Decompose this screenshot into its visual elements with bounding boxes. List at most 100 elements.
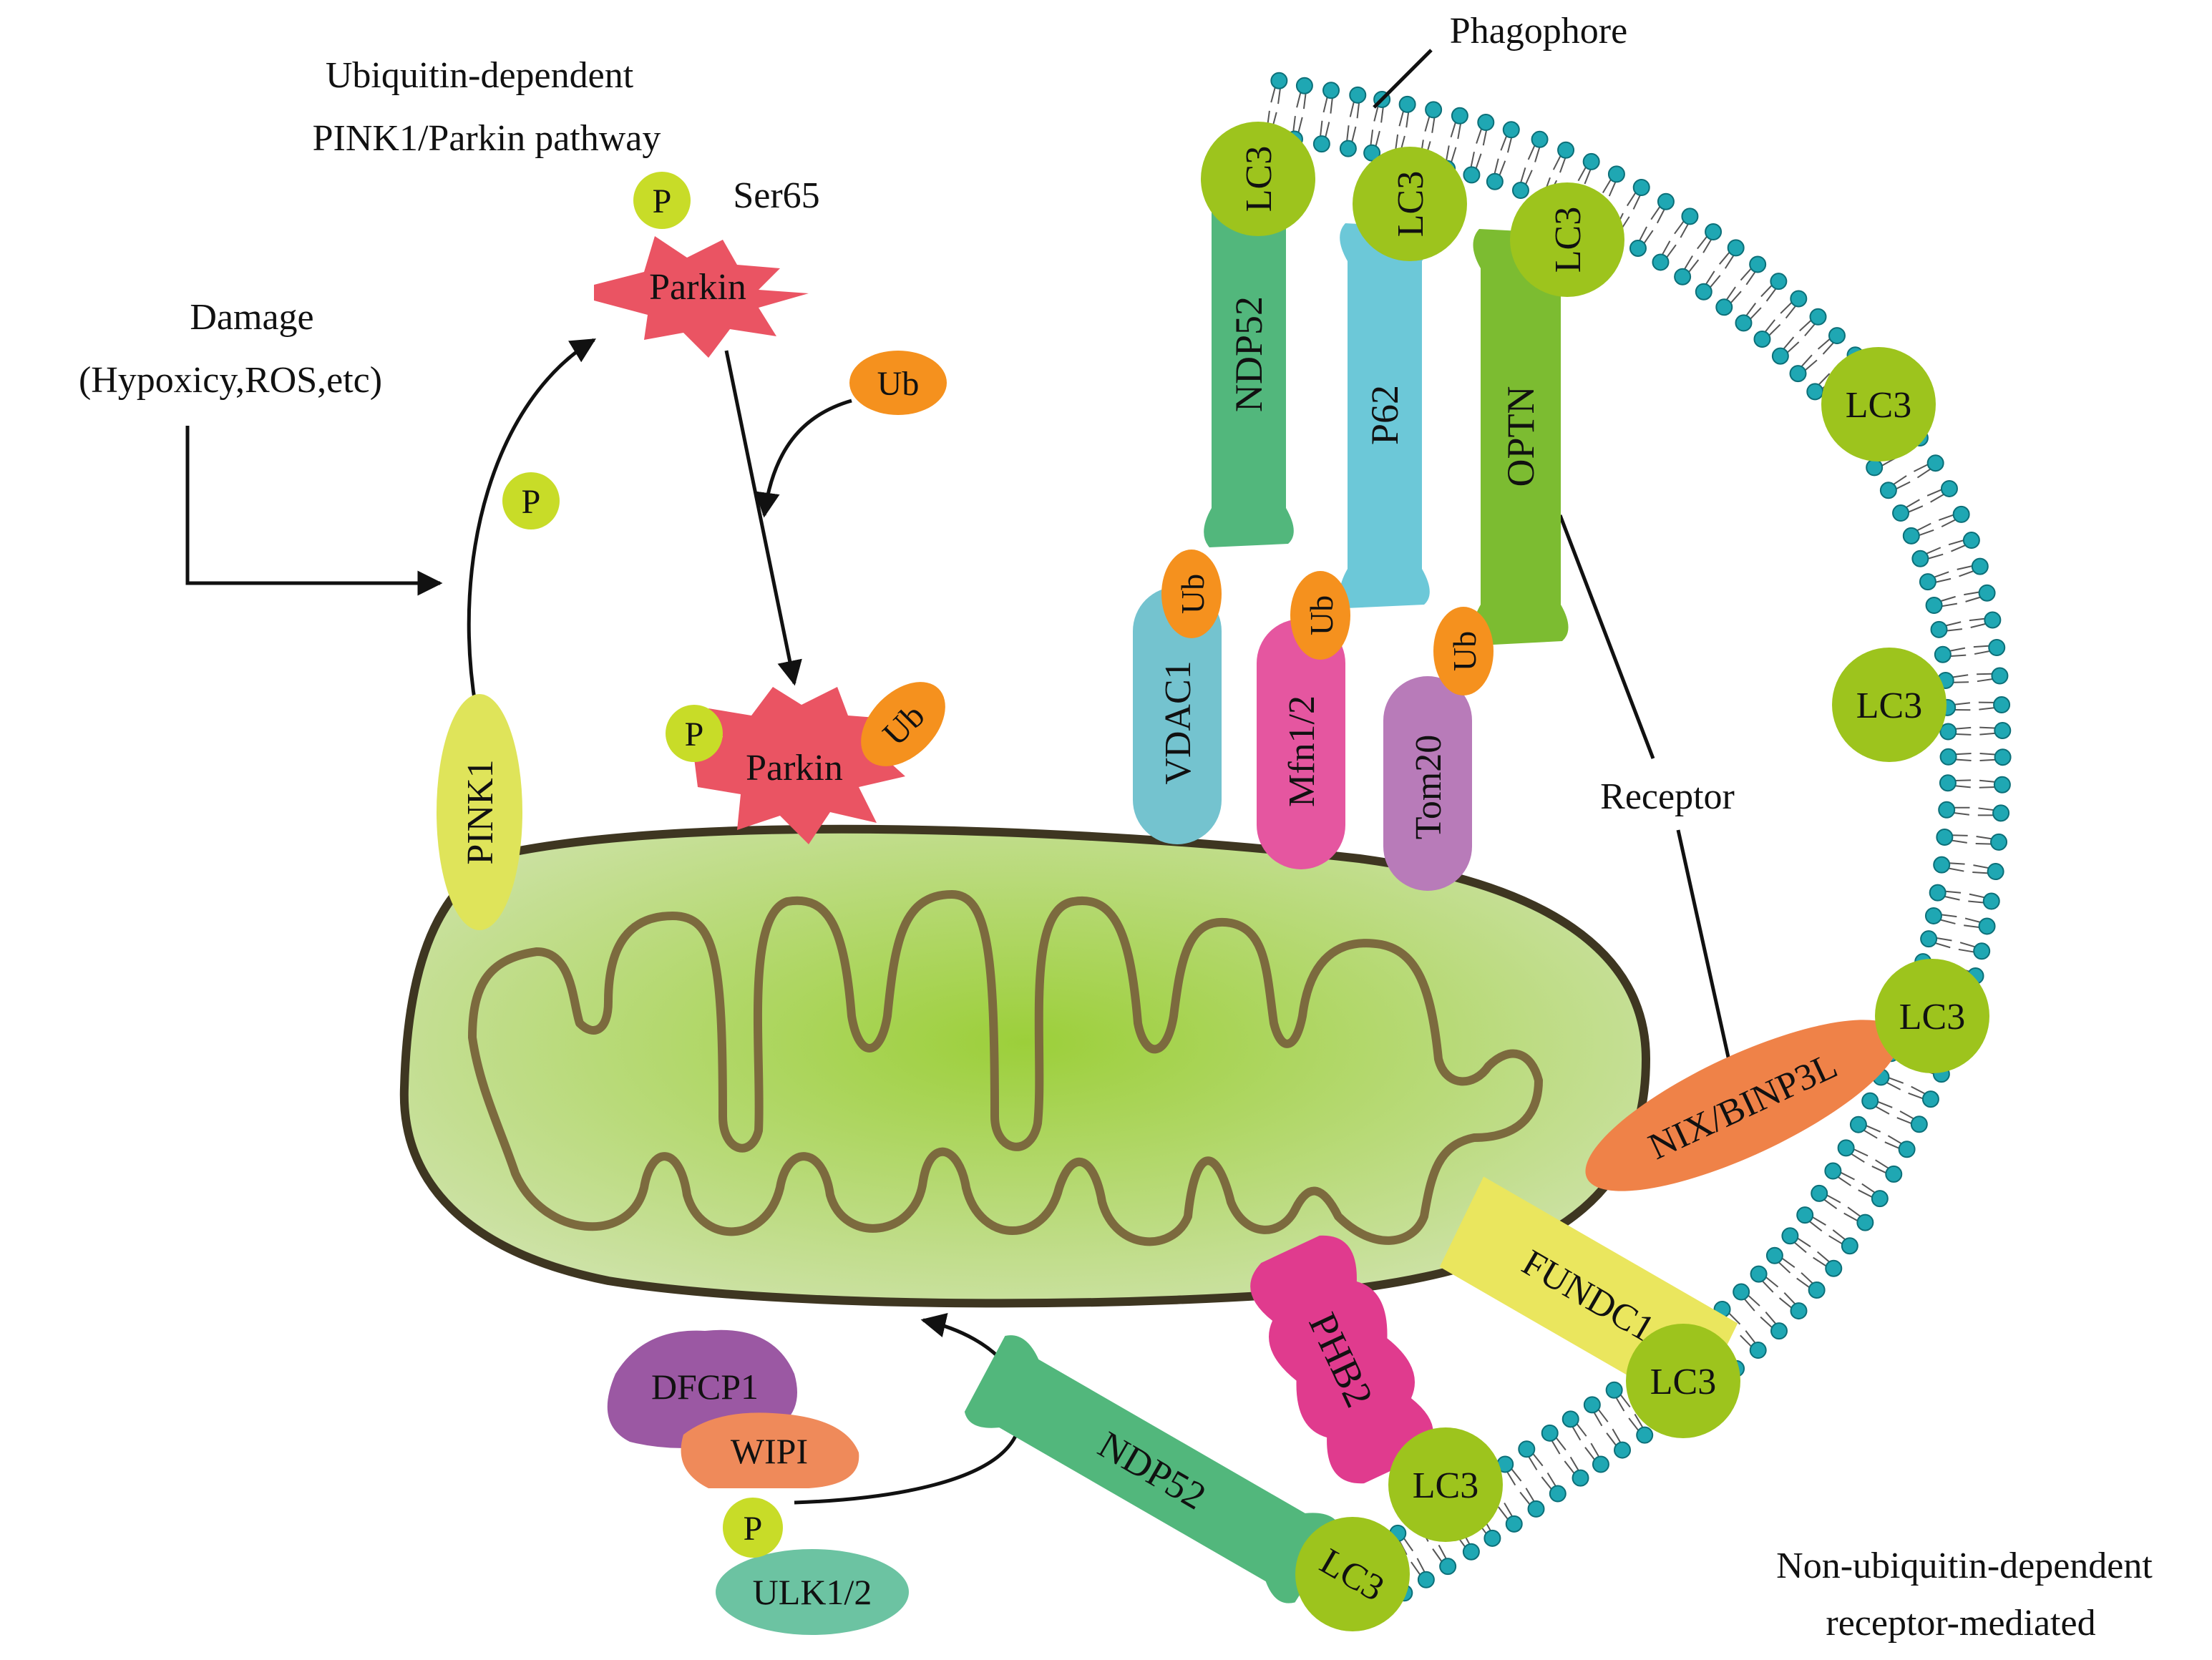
lc3-membrane-1: LC3 [1821, 347, 1936, 462]
lipid-head [1925, 597, 1943, 615]
lipid-head [1991, 667, 2009, 685]
lipid-head [1930, 620, 1948, 638]
ndp52-receptor-top: NDP52 [1204, 162, 1294, 547]
lipid-head [1988, 638, 2006, 656]
lc3-optn-label: LC3 [1548, 207, 1589, 273]
lc3-fundc1: LC3 [1626, 1324, 1740, 1438]
lipid-head [1993, 776, 2011, 794]
lc3-membrane-2-label: LC3 [1856, 685, 1922, 726]
lipid-head [1312, 135, 1330, 153]
lc3-optn: LC3 [1510, 182, 1624, 297]
lipid-head [1781, 1227, 1799, 1245]
lipid-head [1978, 584, 1996, 602]
lipid-head [1929, 884, 1947, 902]
mfn12-label: Mfn1/2 [1282, 695, 1322, 807]
lc3-nix-label: LC3 [1899, 997, 1965, 1038]
lipid-head [1592, 1455, 1609, 1473]
lipid-head [1973, 942, 1991, 960]
lipid-head [1809, 308, 1827, 326]
phosphate-parkin-top-label: P [653, 182, 672, 220]
lipid-head [1549, 1485, 1567, 1503]
lipid-head [1837, 1139, 1855, 1157]
lipid-head [1939, 774, 1957, 792]
ub-parkin-bottom: Ub [861, 682, 945, 766]
damage-line2: (Hypoxicy,ROS,etc) [79, 360, 382, 401]
lipid-head [1866, 459, 1884, 477]
lipid-head [1582, 152, 1600, 170]
lipid-head [1727, 239, 1745, 257]
receptor-pointer-bottom [1676, 829, 1734, 1074]
nonubiq-line2: receptor-mediated [1826, 1603, 2095, 1644]
ub-tag-mfn12: Ub [1290, 571, 1350, 660]
lipid-head [1765, 1246, 1783, 1264]
lc3-membrane-2: LC3 [1832, 648, 1947, 762]
lc3-phb2: LC3 [1388, 1427, 1503, 1542]
lipid-head [1339, 140, 1357, 157]
tom20-label: Tom20 [1408, 735, 1449, 840]
lipid-head [1938, 801, 1956, 819]
phb2-receptor: PHB2 [1250, 1235, 1433, 1484]
parkin-top: Parkin [594, 236, 809, 358]
phosphate-parkin-top: P [633, 172, 691, 229]
lipid-head [1790, 290, 1808, 308]
lipid-head [1971, 557, 1989, 575]
ub-tag-mfn12-label: Ub [1303, 595, 1340, 635]
ser65-label: Ser65 [733, 175, 819, 216]
title-ubiquitin-line2: PINK1/Parkin pathway [313, 118, 661, 159]
lipid-head [1934, 645, 1952, 663]
lipid-head [1557, 141, 1575, 159]
title-ubiquitin-pathway: Ubiquitin-dependent PINK1/Parkin pathway [313, 55, 661, 159]
lc3-ndp52-top: LC3 [1201, 122, 1315, 236]
lipid-head [1477, 114, 1495, 132]
ub-tag-tom20-label: Ub [1446, 631, 1483, 671]
lipid-head [1978, 917, 1996, 935]
lc3-membrane-1-label: LC3 [1846, 385, 1911, 426]
phosphate-parkin-bottom: P [666, 705, 723, 762]
lipid-head [1398, 95, 1416, 113]
lipid-head [1657, 192, 1675, 210]
lc3-phb2-label: LC3 [1413, 1465, 1478, 1506]
lc3-p62: LC3 [1353, 147, 1467, 261]
mitochondrion-cristae [468, 890, 1543, 1246]
lipid-head [1483, 1529, 1501, 1547]
damage-arrow [185, 426, 443, 596]
lipid-head [1439, 1558, 1457, 1576]
lipid-head [1910, 1115, 1928, 1133]
phosphate-ulk: P [723, 1498, 783, 1558]
lipid-head [1919, 573, 1936, 591]
tom20-protein: Tom20 [1383, 676, 1472, 891]
lipid-head [1636, 1426, 1654, 1444]
nonubiq-line1: Non-ubiquitin-dependent [1776, 1546, 2153, 1586]
lipid-head [1695, 283, 1712, 301]
lipid-head [1871, 1190, 1889, 1208]
lipid-head [1749, 255, 1767, 273]
lipid-head [1462, 1543, 1480, 1561]
phagophore-label: Phagophore [1450, 11, 1627, 52]
lipid-head [1463, 166, 1481, 184]
lipid-head [1511, 182, 1529, 200]
ub-free: Ub [849, 351, 947, 415]
lipid-head [1825, 1259, 1843, 1277]
parkin-bottom: Parkin [694, 687, 905, 844]
lipid-head [1770, 273, 1788, 290]
lipid-head [1750, 1265, 1768, 1283]
pink1-protein: PINK1 [437, 694, 522, 930]
lipid-head [1940, 479, 1958, 497]
ub-free-label: Ub [877, 365, 920, 403]
lipid-head [1936, 828, 1954, 846]
lipid-head [1715, 298, 1733, 316]
ub-to-parkin-arrow [754, 399, 852, 518]
ub-tag-vdac1: Ub [1161, 550, 1222, 638]
lipid-head [1924, 907, 1942, 924]
parkin-activation-arrow [724, 350, 802, 686]
lipid-head [1982, 892, 2000, 910]
lipid-head [1502, 121, 1520, 139]
lipid-head [1583, 1396, 1601, 1414]
pink1-to-parkin-arrow [467, 338, 596, 709]
lipid-head [1605, 1381, 1623, 1399]
lipid-head [1990, 833, 2008, 851]
ulk12-label: ULK1/2 [753, 1572, 872, 1612]
lipid-head [1674, 268, 1692, 285]
receptor-label: Receptor [1600, 776, 1735, 817]
